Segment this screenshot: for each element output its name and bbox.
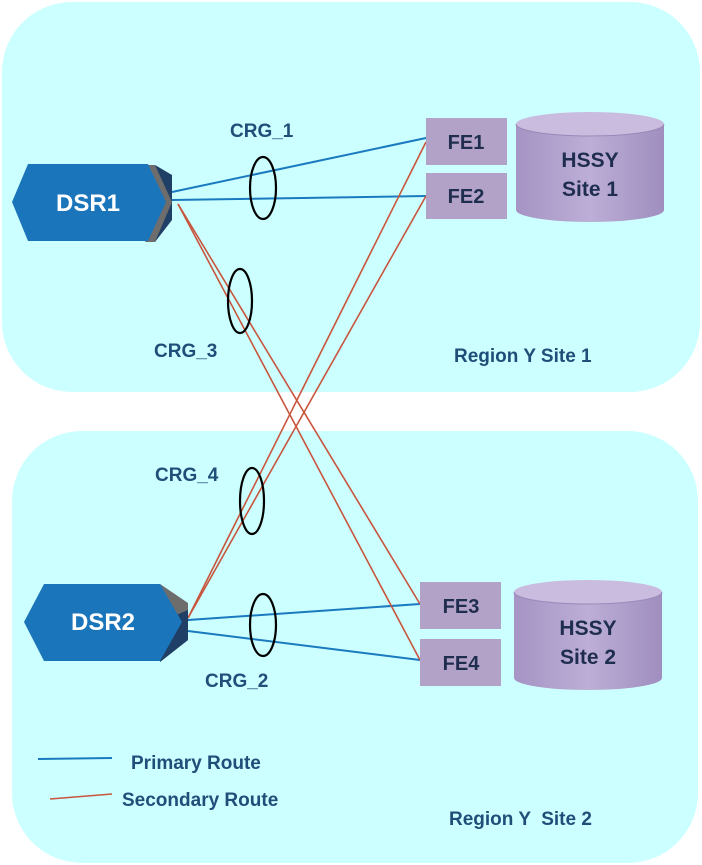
crg2-label: CRG_2	[205, 671, 268, 692]
region-site1-label: Region Y Site 1	[454, 346, 592, 367]
route-dsr2-fe1	[187, 141, 427, 619]
route-dsr2-fe4	[187, 630, 421, 661]
hssy-site2-line1: HSSY	[559, 617, 616, 640]
crg-rings	[226, 155, 278, 658]
hssy-site1-line1: HSSY	[561, 149, 618, 172]
hssy-site2-line2: Site 2	[560, 646, 616, 669]
route-dsr1-fe4	[177, 203, 421, 661]
dsr1-node: DSR1	[12, 164, 172, 242]
region-site2	[12, 431, 698, 863]
crg1-label: CRG_1	[230, 121, 294, 142]
legend-secondary-label: Secondary Route	[122, 790, 278, 811]
legend: Primary Route Secondary Route	[37, 753, 278, 811]
fe2-node: FE2	[426, 173, 507, 219]
legend-primary-swatch	[37, 757, 113, 760]
crg3-label: CRG_3	[154, 341, 217, 362]
crg4-ring	[238, 466, 266, 536]
dsr1-label: DSR1	[56, 190, 120, 217]
fe1-label: FE1	[448, 132, 485, 154]
dsr2-label: DSR2	[71, 609, 135, 636]
route-dsr1-fe2	[171, 195, 427, 201]
legend-primary-label: Primary Route	[131, 753, 261, 774]
route-dsr2-fe3	[187, 603, 421, 621]
route-dsr1-fe3	[177, 203, 421, 605]
dsr2-node: DSR2	[24, 584, 188, 662]
fe1-node: FE1	[426, 118, 507, 165]
region-site2-label: Region Y Site 2	[449, 809, 592, 830]
crg3-ring	[226, 267, 254, 335]
fe3-node: FE3	[420, 582, 501, 629]
crg1-ring	[248, 155, 278, 221]
hssy-site1-line2: Site 1	[562, 178, 618, 201]
crg4-label: CRG_4	[155, 465, 219, 486]
route-dsr1-fe1	[171, 137, 427, 193]
hssy-site1-database: HSSY Site 1	[515, 112, 665, 222]
fe4-label: FE4	[443, 653, 481, 675]
fe4-node: FE4	[420, 639, 501, 686]
hssy-site2-database: HSSY Site 2	[513, 580, 663, 690]
route-dsr2-fe2	[187, 195, 427, 619]
crg2-ring	[248, 592, 278, 658]
secondary-routes	[177, 141, 427, 661]
legend-secondary-swatch	[49, 793, 113, 800]
fe3-label: FE3	[443, 596, 480, 618]
fe2-label: FE2	[448, 186, 485, 208]
primary-routes	[171, 137, 427, 661]
